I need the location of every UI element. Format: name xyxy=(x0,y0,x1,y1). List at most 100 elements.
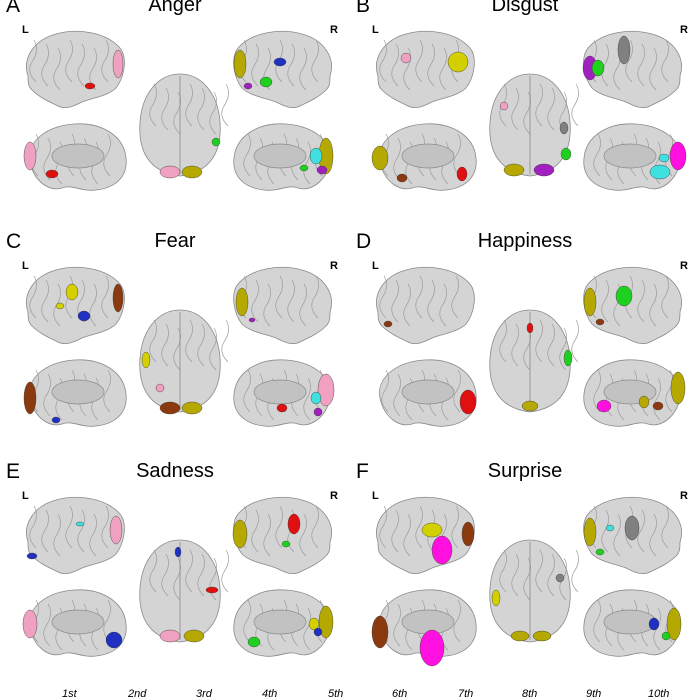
highlighted-region xyxy=(617,35,631,65)
panel-surprise: F Surprise L R xyxy=(350,460,700,688)
panel-sadness: E Sadness L R xyxy=(0,460,350,688)
highlighted-region xyxy=(595,318,605,326)
sulcus-line xyxy=(427,279,435,323)
highlighted-region xyxy=(456,166,468,182)
highlighted-region xyxy=(503,163,525,177)
sulcus-line xyxy=(547,553,555,597)
legend-item: 9th xyxy=(586,688,602,700)
right-lateral-brain xyxy=(583,267,682,345)
left-hemisphere-label: L xyxy=(22,24,29,36)
sulcus-line xyxy=(661,505,669,549)
left-hemisphere-label: L xyxy=(372,260,379,272)
sulcus-line xyxy=(161,87,169,131)
sulcus-line xyxy=(103,369,111,413)
sulcus-line xyxy=(209,557,217,601)
sulcus-line xyxy=(637,279,645,323)
sulcus-line xyxy=(439,283,447,327)
highlighted-region xyxy=(233,49,247,79)
sulcus-line xyxy=(251,509,259,553)
sulcus-line xyxy=(499,549,507,593)
panel-title: Sadness xyxy=(136,460,214,482)
highlighted-region xyxy=(666,607,682,641)
highlighted-region xyxy=(183,629,205,643)
sulcus-line xyxy=(451,505,459,549)
highlighted-region xyxy=(181,165,203,179)
sulcus-line xyxy=(415,505,423,549)
legend-item: 5th xyxy=(328,688,344,700)
left-lateral-brain xyxy=(376,497,475,575)
brain-views xyxy=(23,267,335,427)
corpus-callosum xyxy=(51,143,105,169)
dorsal-brain xyxy=(139,309,229,415)
highlighted-region xyxy=(22,609,38,639)
sulcus-line xyxy=(499,319,507,363)
sulcus-line xyxy=(263,513,271,557)
sulcus-line xyxy=(415,39,423,83)
highlighted-region xyxy=(112,283,124,313)
highlighted-region xyxy=(638,395,650,409)
highlighted-region xyxy=(421,522,443,538)
highlighted-region xyxy=(105,631,123,649)
sulcus-line xyxy=(571,549,579,593)
right-hemisphere-label: R xyxy=(680,490,688,502)
highlighted-region xyxy=(583,517,597,547)
sulcus-line xyxy=(665,369,673,413)
sulcus-line xyxy=(535,549,543,593)
left-hemisphere-label: L xyxy=(372,490,379,502)
right-lateral-brain-surface xyxy=(233,267,332,345)
highlighted-region xyxy=(313,407,323,417)
corpus-callosum xyxy=(51,379,105,405)
left-lateral-brain-surface xyxy=(376,497,475,575)
legend-item: 10th xyxy=(648,688,670,700)
sulcus-line xyxy=(403,283,411,327)
highlighted-region xyxy=(287,513,301,535)
left-lateral-brain-surface xyxy=(26,31,125,109)
highlighted-region xyxy=(313,627,323,637)
dorsal-brain xyxy=(489,539,579,643)
highlighted-region xyxy=(532,630,552,642)
left-lateral-brain-surface xyxy=(376,267,475,345)
sulcus-line xyxy=(209,91,217,135)
sulcus-line xyxy=(593,599,601,643)
left-hemisphere-label: L xyxy=(22,490,29,502)
sulcus-line xyxy=(547,323,555,367)
panel-anger: A Anger L R xyxy=(0,0,350,222)
sulcus-line xyxy=(535,319,543,363)
sulcus-line xyxy=(53,513,61,557)
left-lateral-brain xyxy=(376,267,475,345)
sulcus-line xyxy=(453,133,461,177)
right-hemisphere-label: R xyxy=(330,260,338,272)
sulcus-line xyxy=(547,87,555,131)
sulcus-line xyxy=(197,323,205,367)
highlighted-region xyxy=(596,399,612,413)
sulcus-line xyxy=(649,513,657,557)
highlighted-region xyxy=(26,552,38,560)
sulcus-line xyxy=(185,83,193,127)
highlighted-region xyxy=(431,535,453,565)
sulcus-line xyxy=(637,509,645,553)
sulcus-line xyxy=(263,283,271,327)
sulcus-line xyxy=(103,133,111,177)
highlighted-region xyxy=(595,548,605,556)
sulcus-line xyxy=(101,275,109,319)
highlighted-region xyxy=(400,52,412,64)
sulcus-line xyxy=(381,369,389,413)
highlighted-region xyxy=(560,147,572,161)
highlighted-region xyxy=(77,310,91,322)
highlighted-region xyxy=(181,401,203,415)
sulcus-line xyxy=(53,47,61,91)
right-lateral-brain xyxy=(582,31,682,109)
brain-views xyxy=(23,31,334,191)
panel-title: Surprise xyxy=(487,460,563,482)
sulcus-line xyxy=(41,279,49,323)
highlighted-region xyxy=(371,145,389,171)
highlighted-region xyxy=(669,141,687,171)
left-medial-brain xyxy=(22,589,127,657)
left-lateral-brain-surface xyxy=(26,267,125,345)
sulcus-line xyxy=(209,327,217,371)
highlighted-region xyxy=(159,165,181,179)
highlighted-region xyxy=(243,82,253,90)
sulcus-line xyxy=(559,327,567,371)
sulcus-line xyxy=(65,39,73,83)
highlighted-region xyxy=(652,401,664,411)
